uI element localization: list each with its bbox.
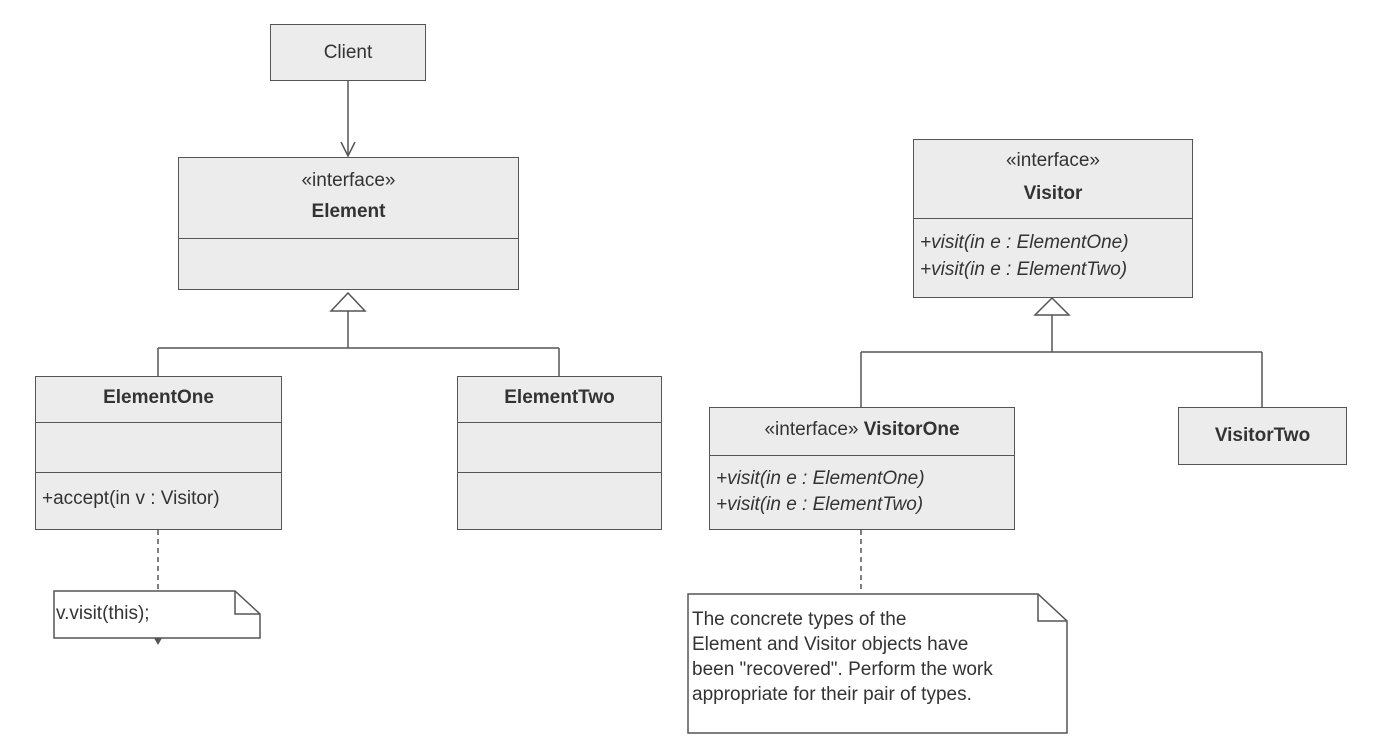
visitor-one-method: +visit(in e : ElementOne) — [716, 468, 925, 489]
visitor-name: Visitor — [1023, 183, 1083, 204]
element-two-operations — [458, 472, 661, 473]
note-shape-icon — [53, 590, 261, 639]
client-name: Client — [323, 42, 373, 63]
element-two-class[interactable]: ElementTwo — [457, 376, 662, 530]
visitor-two-name: VisitorTwo — [1214, 425, 1311, 446]
visitor-note-line: been "recovered". Perform the work — [692, 659, 993, 680]
accept-note-tail-icon — [154, 638, 162, 645]
element-attributes — [179, 238, 518, 239]
visitor-note-line: The concrete types of the — [692, 609, 907, 630]
element-two-attributes — [458, 422, 661, 423]
visitor-generalization — [860, 296, 1263, 407]
visitor-note[interactable]: The concrete types of the Element and Vi… — [687, 593, 1068, 734]
element-interface[interactable]: «interface» Element — [178, 157, 519, 290]
visitor-one-operations — [710, 455, 1014, 456]
visitor-method: +visit(in e : ElementTwo) — [920, 259, 1128, 280]
visitor-one-method: +visit(in e : ElementTwo) — [716, 494, 924, 515]
element-generalization — [157, 291, 560, 376]
visitor-one-name: VisitorOne — [863, 419, 960, 440]
visitor-one-stereotype: «interface» — [764, 419, 859, 440]
element-one-class[interactable]: ElementOne +accept(in v : Visitor) — [35, 376, 282, 530]
element-stereotype: «interface» — [301, 170, 396, 191]
accept-note[interactable]: v.visit(this); — [53, 590, 261, 639]
visitor-one-header: «interface» VisitorOne — [710, 418, 1014, 442]
element-two-name: ElementTwo — [504, 387, 615, 408]
visitor-method: +visit(in e : ElementOne) — [920, 232, 1129, 253]
visitor-interface[interactable]: «interface» Visitor +visit(in e : Elemen… — [913, 139, 1193, 298]
element-one-accept-method: +accept(in v : Visitor) — [42, 488, 220, 509]
visitor-one-interface[interactable]: «interface» VisitorOne +visit(in e : Ele… — [709, 407, 1015, 530]
client-class[interactable]: Client — [270, 24, 426, 81]
accept-note-text: v.visit(this); — [56, 603, 150, 624]
visitor-note-line: Element and Visitor objects have — [692, 634, 969, 655]
visitor-operations — [914, 218, 1192, 219]
client-element-association — [340, 80, 356, 158]
element-one-name: ElementOne — [103, 387, 214, 408]
visitor-two-class[interactable]: VisitorTwo — [1178, 407, 1347, 465]
note-shape-icon — [687, 593, 1068, 734]
element-one-operations — [36, 472, 281, 473]
element-name: Element — [311, 201, 386, 222]
element-one-attributes — [36, 422, 281, 423]
visitor-stereotype: «interface» — [1005, 150, 1100, 171]
visitor-note-line: appropriate for their pair of types. — [692, 684, 972, 705]
